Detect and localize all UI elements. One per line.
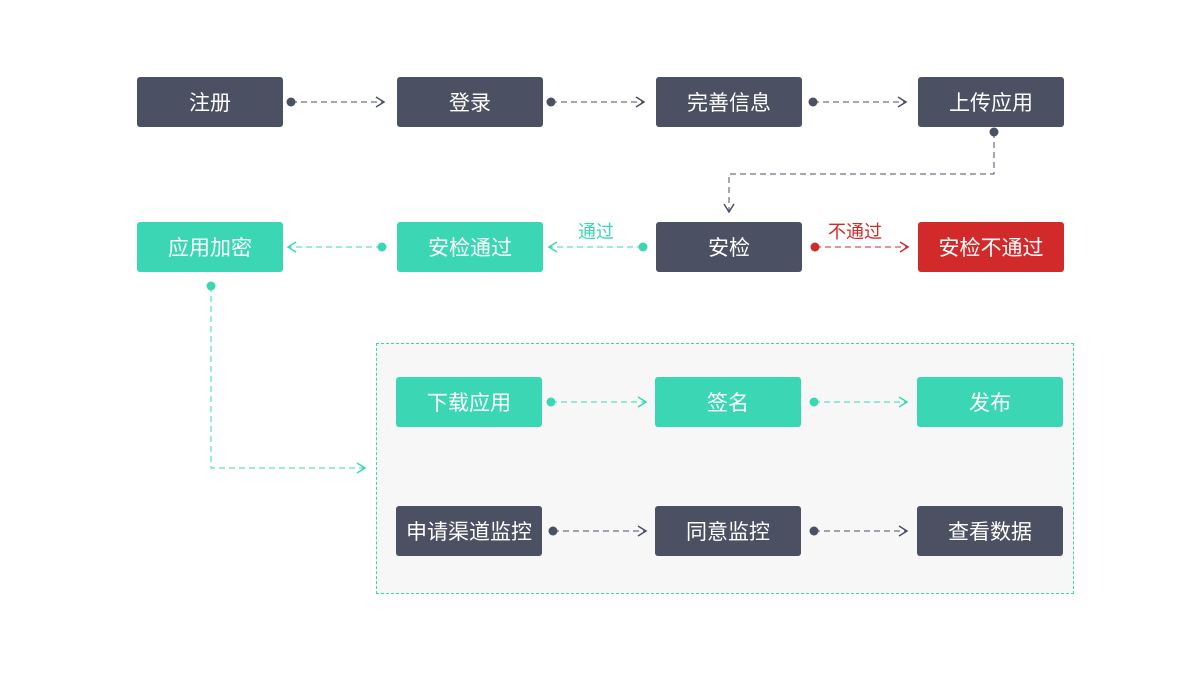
node-upload-app: 上传应用 [918, 77, 1064, 127]
node-sign: 签名 [655, 377, 801, 427]
node-check-passed: 安检通过 [397, 222, 543, 272]
node-apply-channel-monitor: 申请渠道监控 [396, 506, 542, 556]
node-register: 注册 [137, 77, 283, 127]
edge-agree-view [809, 525, 909, 537]
edge-sign-publish [809, 396, 909, 408]
node-download-app: 下载应用 [396, 377, 542, 427]
edge-apply-agree [548, 525, 648, 537]
node-login: 登录 [397, 77, 543, 127]
node-check-failed: 安检不通过 [918, 222, 1064, 272]
edge-upload-security-check [723, 127, 999, 214]
edge-passed-encrypt [286, 241, 387, 253]
node-view-data: 查看数据 [917, 506, 1063, 556]
edge-complete-info-upload [808, 96, 908, 108]
node-encrypt-app: 应用加密 [137, 222, 283, 272]
edge-encrypt-group [206, 281, 367, 474]
node-agree-monitor: 同意监控 [655, 506, 801, 556]
node-complete-info: 完善信息 [656, 77, 802, 127]
edge-label-fail: 不通过 [828, 222, 882, 243]
edge-check-passed [547, 241, 648, 253]
edge-download-sign [546, 396, 648, 408]
node-security-check: 安检 [656, 222, 802, 272]
edge-register-login [286, 96, 386, 108]
node-publish: 发布 [917, 377, 1063, 427]
edge-label-pass: 通过 [578, 222, 614, 243]
edge-login-complete-info [546, 96, 646, 108]
edge-check-failed [810, 241, 910, 253]
